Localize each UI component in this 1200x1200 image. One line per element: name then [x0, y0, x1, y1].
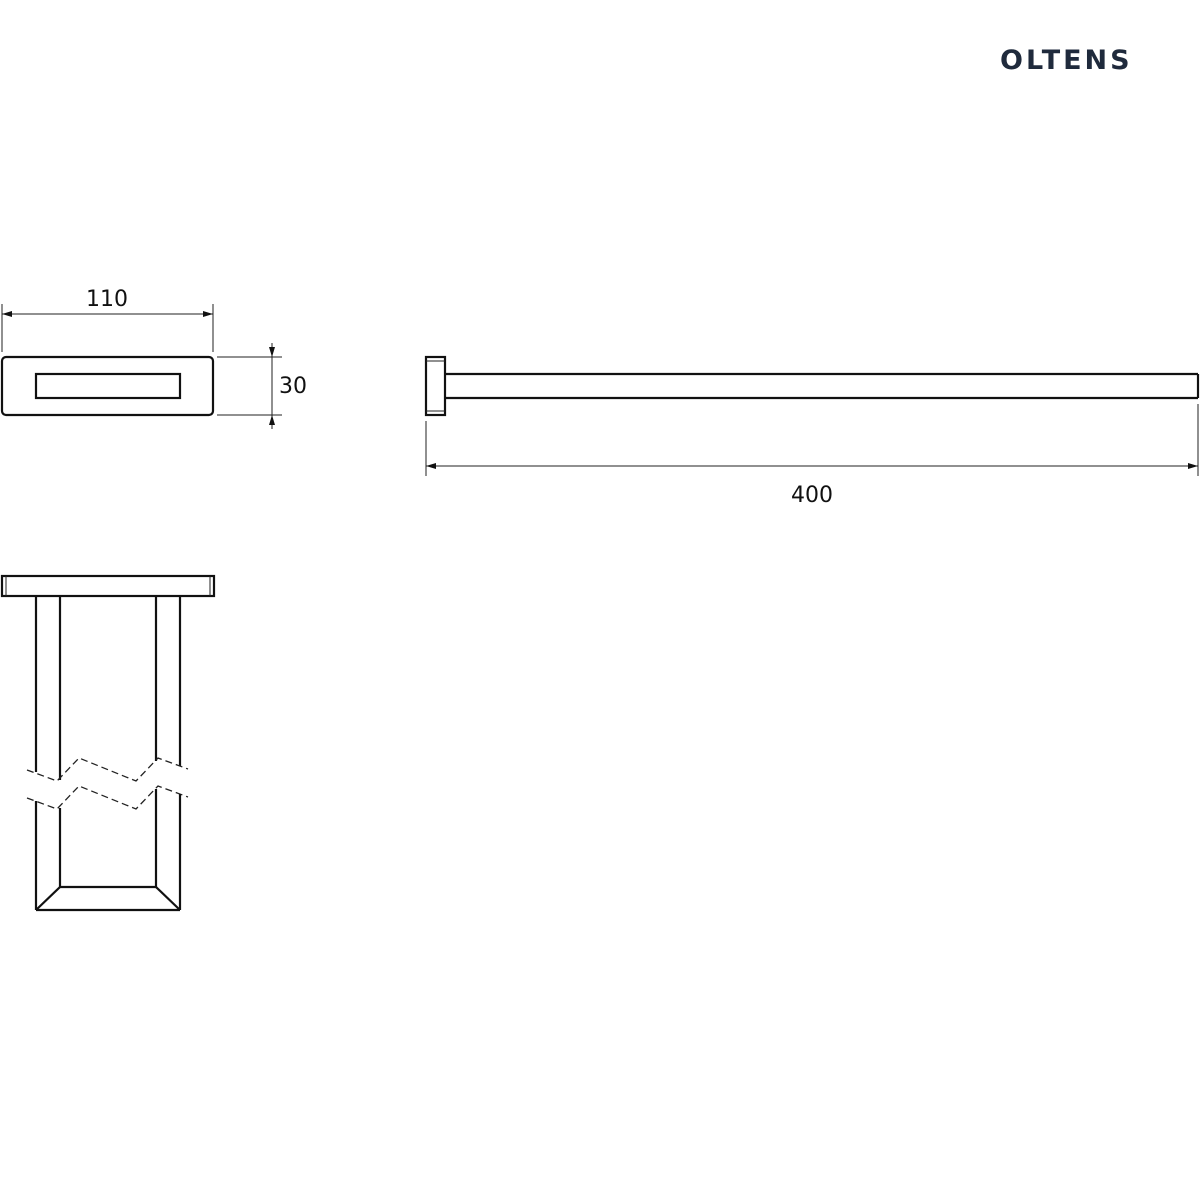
brand-logo: OLTENS: [1000, 45, 1133, 76]
width-label: 110: [86, 287, 128, 312]
front-view: 110 30: [0, 287, 307, 429]
top-view: [0, 574, 216, 912]
side-view: 400: [424, 355, 1200, 508]
height-label: 30: [279, 374, 307, 399]
length-label: 400: [791, 483, 833, 508]
